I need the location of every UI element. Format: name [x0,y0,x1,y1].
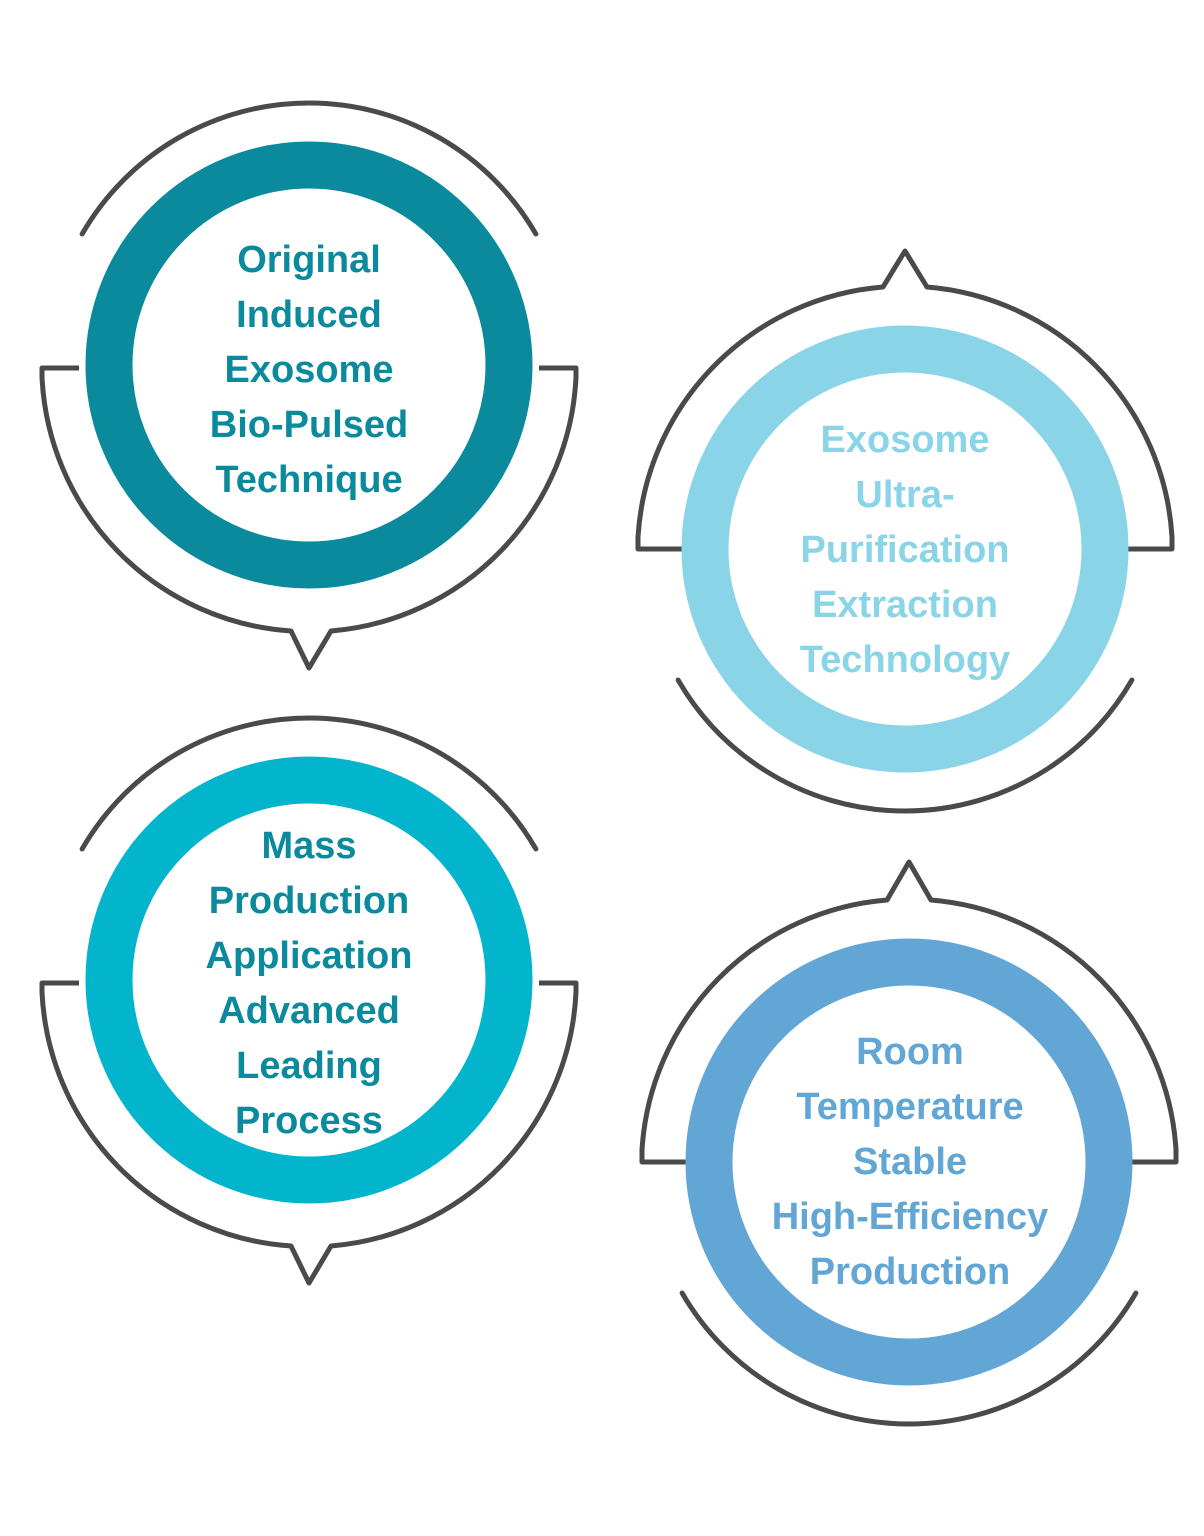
node-1-line-1: Original [237,238,381,281]
node-1-line-2: Induced [236,293,382,336]
node-3-line-3: Application [205,935,413,977]
node-3-line-2: Production [208,880,410,922]
node-2-bracket [635,248,1175,552]
node-2-graphic [635,248,1175,814]
node-2-outer-arc [675,677,1135,814]
node-2-line-5: Technology [799,638,1011,681]
node-2-line-1: Exosome [820,418,990,461]
node-4-label: Room Temperature Stable High-Efficiency … [730,1022,1090,1302]
node-1-line-4: Bio-Pulsed [209,403,409,446]
node-2-ring [681,325,1129,773]
node-4-ring [685,938,1133,1386]
node-1-graphic [39,100,579,671]
node-3-ring [85,756,533,1204]
node-4-line-3: Stable [852,1140,968,1183]
node-4-outer-arc [679,1290,1139,1427]
node-2-line-2: Ultra- [855,473,955,516]
node-1-line-5: Technique [215,458,403,501]
node-3-line-6: Process [235,1100,383,1142]
node-4-line-1: Room [856,1030,964,1073]
node-4-line-2: Temperature [796,1085,1024,1128]
node-2-line-3: Purification [800,528,1010,571]
node-1-label: Original Induced Exosome Bio-Pulsed Tech… [134,230,484,510]
node-2-line-4: Extraction [812,583,998,626]
node-4-line-5: Production [809,1250,1011,1293]
node-3-bracket [39,980,579,1286]
node-4-bracket [639,859,1179,1165]
node-1-line-3: Exosome [224,348,394,391]
node-3-graphic [39,715,579,1286]
node-1-outer-arc [79,100,539,237]
node-4-line-4: High-Efficiency [771,1195,1049,1238]
node-3-line-4: Advanced [218,990,400,1032]
node-1-ring [85,141,533,589]
node-3-label: Mass Production Application Advanced Lea… [134,816,484,1152]
node-1-bracket [39,365,579,671]
node-3-line-5: Leading [236,1045,382,1087]
node-3-outer-arc [79,715,539,852]
node-3-line-1: Mass [261,825,357,867]
node-4-graphic [639,859,1179,1427]
node-2-label: Exosome Ultra- Purification Extraction T… [730,410,1080,690]
